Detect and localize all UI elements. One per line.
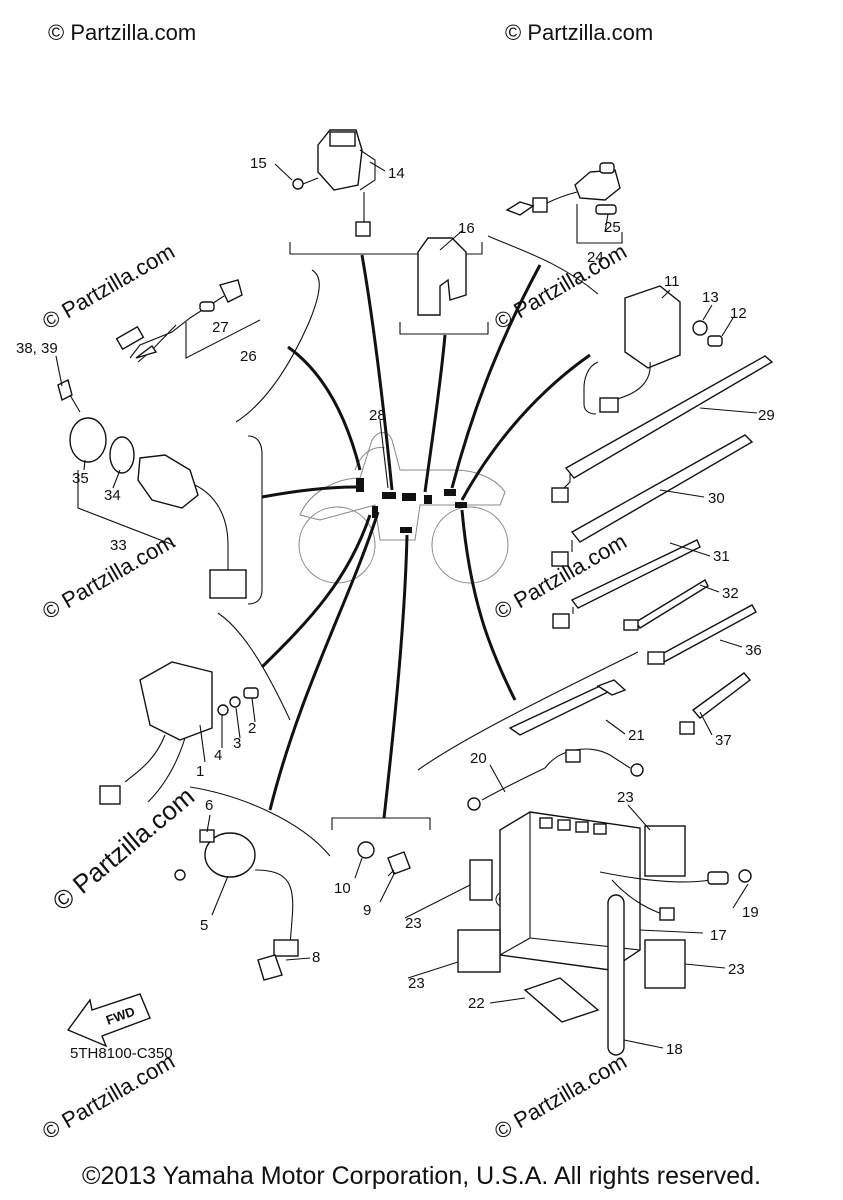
callout-29: 29 bbox=[758, 407, 775, 424]
cover-16 bbox=[417, 237, 467, 316]
callout-34: 34 bbox=[104, 487, 121, 504]
ignition-coil-5 bbox=[174, 829, 299, 981]
watermark: © Partzilla.com bbox=[38, 529, 179, 625]
watermark: © Partzilla.com bbox=[490, 1049, 631, 1145]
watermark-dark: © Partzilla.com bbox=[47, 781, 200, 917]
callout-21: 21 bbox=[628, 727, 645, 744]
callout-19: 19 bbox=[742, 904, 759, 921]
callout-32: 32 bbox=[722, 585, 739, 602]
callout-37: 37 bbox=[715, 732, 732, 749]
callout-1: 1 bbox=[196, 763, 204, 780]
callout-36: 36 bbox=[745, 642, 762, 659]
callout-26: 26 bbox=[240, 348, 257, 365]
cdi-unit-1 bbox=[99, 661, 259, 805]
callout-6: 6 bbox=[205, 797, 213, 814]
copyright-notice: ©2013 Yamaha Motor Corporation, U.S.A. A… bbox=[82, 1162, 761, 1190]
battery-band-21 bbox=[467, 679, 644, 811]
relay-assembly bbox=[292, 129, 376, 237]
callout-15: 15 bbox=[250, 155, 267, 172]
fwd-arrow: FWD bbox=[66, 993, 151, 1048]
watermark: © Partzilla.com bbox=[38, 1049, 179, 1145]
watermark: © Partzilla.com bbox=[48, 20, 196, 45]
callout-35: 35 bbox=[72, 470, 89, 487]
module-11 bbox=[599, 285, 723, 413]
callout-3: 3 bbox=[233, 735, 241, 752]
atv-outline bbox=[298, 432, 509, 584]
callout-23-top: 23 bbox=[617, 789, 634, 806]
callout-11: 11 bbox=[664, 273, 680, 290]
callout-12: 12 bbox=[730, 305, 747, 322]
callout-5: 5 bbox=[200, 917, 208, 934]
callout-8: 8 bbox=[312, 949, 320, 966]
callout-30: 30 bbox=[708, 490, 725, 507]
callout-28: 28 bbox=[369, 407, 386, 424]
callout-23-right: 23 bbox=[728, 961, 745, 978]
callout-14: 14 bbox=[388, 165, 405, 182]
callout-20: 20 bbox=[470, 750, 487, 767]
callout-10: 10 bbox=[334, 880, 351, 897]
callout-17: 17 bbox=[710, 927, 727, 944]
diagram-code: 5TH8100-C350 bbox=[70, 1045, 173, 1062]
watermark: © Partzilla.com bbox=[38, 239, 179, 335]
callout-33: 33 bbox=[110, 537, 127, 554]
callout-22: 22 bbox=[468, 995, 485, 1012]
callout-27: 27 bbox=[212, 319, 229, 336]
callout-31: 31 bbox=[713, 548, 730, 565]
switch-9 bbox=[357, 841, 411, 877]
leader-wires bbox=[260, 254, 591, 819]
callout-23-bottom: 23 bbox=[408, 975, 425, 992]
switch-25 bbox=[505, 162, 623, 244]
callout-labels: 15 14 16 25 24 11 13 12 27 26 38, 39 29 … bbox=[16, 155, 775, 1062]
callout-2: 2 bbox=[248, 720, 256, 737]
lead-26 bbox=[115, 279, 261, 363]
battery bbox=[499, 811, 752, 1056]
watermark: © Partzilla.com bbox=[490, 529, 631, 625]
group-brackets bbox=[189, 235, 639, 857]
callout-18: 18 bbox=[666, 1041, 683, 1058]
battery-pads bbox=[457, 825, 686, 1023]
callout-24: 24 bbox=[587, 249, 604, 266]
callout-4: 4 bbox=[214, 747, 222, 764]
harness-markers bbox=[356, 478, 467, 533]
watermark: © Partzilla.com bbox=[505, 20, 653, 45]
callout-38-39: 38, 39 bbox=[16, 340, 58, 357]
callout-16: 16 bbox=[458, 220, 475, 237]
callout-23-left: 23 bbox=[405, 915, 422, 932]
callout-25: 25 bbox=[604, 219, 621, 236]
callout-9: 9 bbox=[363, 902, 371, 919]
callout-leaders bbox=[55, 161, 758, 1049]
callout-13: 13 bbox=[702, 289, 719, 306]
main-switch bbox=[57, 378, 247, 599]
cable-ties bbox=[551, 355, 774, 735]
